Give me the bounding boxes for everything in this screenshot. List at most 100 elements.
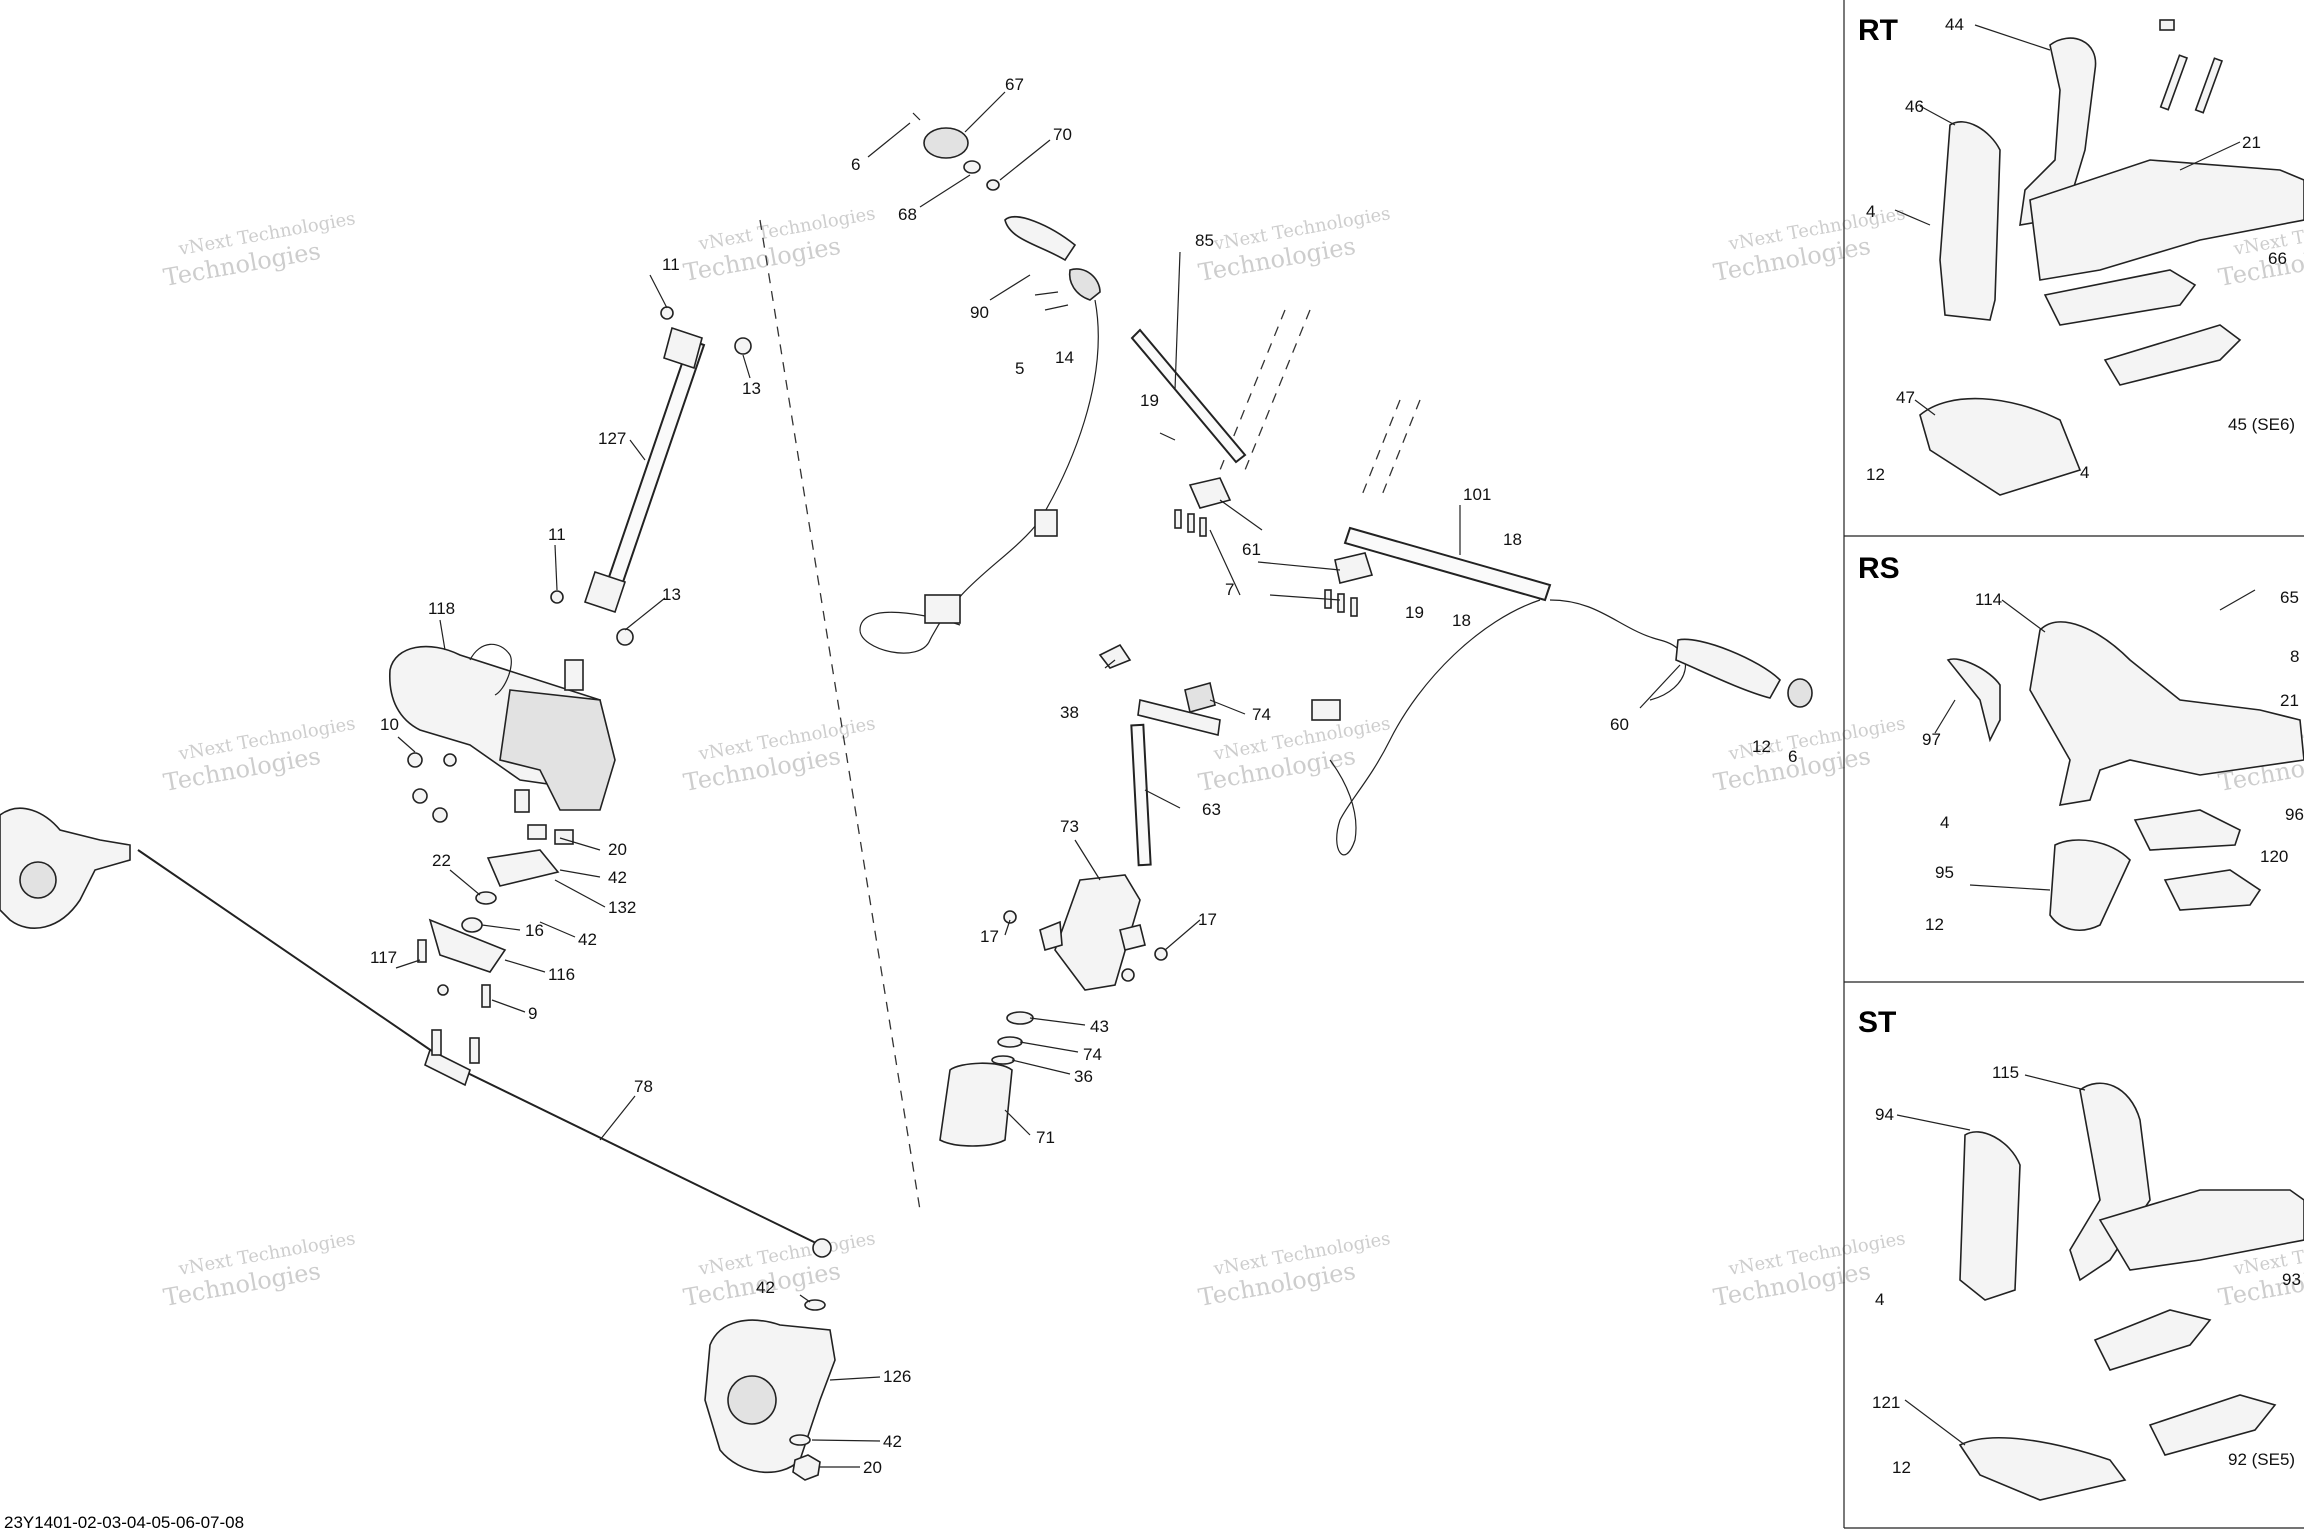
leader [395, 959, 421, 969]
trim-96 [2133, 809, 2241, 851]
bolt-11-top [660, 306, 674, 320]
callout: 12 [1752, 737, 1771, 756]
console-114 [2029, 621, 2304, 806]
callout: 4 [2080, 463, 2089, 482]
bolt [469, 1037, 480, 1064]
callout: 114 [1975, 590, 2002, 609]
clip-38 [1098, 643, 1132, 669]
side-panel-46 [1939, 121, 2001, 321]
leader [1209, 529, 1241, 596]
callout: 21 [2280, 691, 2299, 710]
callout: 120 [2260, 847, 2288, 866]
boot-71 [939, 1062, 1013, 1147]
leader [1914, 399, 1936, 416]
diagram-code: 23Y1401-02-03-04-05-06-07-08 [4, 1513, 244, 1532]
tie-rod-78-inner [444, 1061, 821, 1246]
clamp-61-bottom [1334, 552, 1374, 584]
callout: 10 [380, 715, 399, 734]
leader [1269, 594, 1341, 601]
callout: 13 [742, 379, 761, 398]
throttle-cable [1549, 599, 1687, 701]
variant-panels: RT RS ST [1843, 0, 2304, 1529]
callout: 7 [1225, 580, 1234, 599]
riser-assembly [939, 643, 1221, 1147]
callout: 73 [1060, 817, 1079, 836]
washer-22 [475, 891, 497, 905]
callout: 95 [1935, 863, 1954, 882]
callout: 74 [1083, 1045, 1102, 1064]
insert-68 [963, 160, 981, 174]
nut-20 [527, 824, 547, 840]
wiring-harness-right [1329, 599, 1541, 856]
callout: 70 [1053, 125, 1072, 144]
callout: 38 [1060, 703, 1079, 722]
panel-title-rs: RS [1858, 552, 1900, 585]
callout: 126 [883, 1367, 911, 1386]
universal-joint-bottom [583, 570, 627, 614]
nut-117 [437, 984, 449, 996]
leader [624, 597, 666, 631]
callout: 13 [662, 585, 681, 604]
nut-20 [792, 1454, 821, 1481]
callout: 68 [898, 205, 917, 224]
leader [1019, 1041, 1079, 1053]
pin-19 [1159, 432, 1176, 441]
leader [1104, 659, 1116, 669]
callout: 36 [1074, 1067, 1093, 1086]
bolt-17 [1154, 947, 1168, 961]
input-spline [564, 659, 584, 691]
bolt-7 [1199, 517, 1207, 537]
leader [1164, 919, 1201, 951]
spacer-70 [986, 179, 1000, 191]
intermediate-shaft [606, 338, 706, 587]
alignment-line [1379, 399, 1421, 501]
leader [559, 837, 601, 851]
console-115 [2069, 1082, 2151, 1282]
bar-end-right [1787, 678, 1813, 708]
watermark: vNext Technologies Technologies [681, 713, 877, 797]
callout: 132 [608, 898, 636, 917]
leader [1004, 919, 1011, 936]
leader [481, 924, 521, 931]
leader [1974, 24, 2051, 51]
callout: 47 [1896, 388, 1915, 407]
bracket-116 [428, 918, 507, 973]
callout: 42 [883, 1432, 902, 1451]
callout: 42 [608, 868, 627, 887]
callout: 11 [548, 525, 566, 544]
leader [1904, 1399, 1966, 1446]
nut-13-top [734, 337, 752, 355]
callout-labels: 67 70 6 68 90 5 14 85 19 61 7 101 18 19 … [370, 15, 2304, 1477]
universal-joint-top [663, 326, 703, 370]
bolt-10 [432, 807, 448, 823]
leader [1894, 209, 1931, 226]
callout: 117 [370, 948, 397, 967]
console-body-st [2098, 1189, 2304, 1271]
bolt [1121, 968, 1135, 982]
knuckle-hub-left [19, 861, 57, 899]
callout: 12 [1866, 465, 1885, 484]
callout: 18 [1452, 611, 1471, 630]
callout: 12 [1925, 915, 1944, 934]
callout: 20 [863, 1458, 882, 1477]
leader [799, 1294, 811, 1303]
callout: 21 [2242, 133, 2261, 152]
leader [649, 274, 668, 309]
power-steering-unit [389, 643, 616, 823]
callout: 9 [528, 1004, 537, 1023]
handlebar-pad-101 [1343, 526, 1552, 602]
alignment-lines [759, 219, 1421, 1211]
bar-end-67 [923, 127, 969, 159]
watermark: vNext Technologies Technologies [681, 203, 877, 287]
leader [1004, 1109, 1031, 1136]
callout: 101 [1463, 485, 1491, 504]
leader [554, 879, 606, 908]
leader [2219, 589, 2256, 611]
washer-42 [789, 1434, 811, 1446]
knuckle-hub-right [727, 1375, 777, 1425]
callout: 66 [2268, 249, 2287, 268]
screw-14 [1044, 304, 1069, 311]
callout: 71 [1036, 1128, 1055, 1147]
callout: 78 [634, 1077, 653, 1096]
